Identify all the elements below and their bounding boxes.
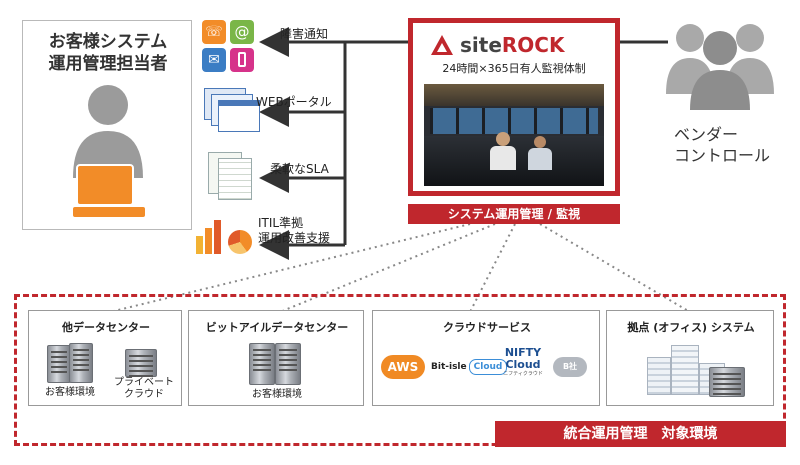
notification-icons: ☏ @ ✉ [202,20,256,76]
vendor-label-line1: ベンダー [674,125,739,144]
siterock-banner: システム運用管理 / 監視 [408,204,620,224]
env-panel-other-dc: 他データセンター お客様環境 プライベート クラウド [28,310,182,406]
panel-title: クラウドサービス [443,321,531,334]
nifty-kana-text: ニフティクラウド [503,371,543,377]
dotted-link-2 [279,223,496,313]
operator-box: お客様システム 運用管理担当者 [22,20,192,230]
server-icon [709,367,745,397]
itil-line2: 運用改善支援 [258,231,331,245]
vendor-label-line2: コントロール [674,146,771,165]
panel-title: ビットアイルデータセンター [205,321,349,334]
item-label-line2: クラウド [124,389,164,400]
server-icon [47,345,71,383]
env-panel-office: 拠点 (オフィス) システム [606,310,774,406]
operator-title: お客様システム 運用管理担当者 [23,31,193,75]
email-icon: @ [230,20,254,44]
service-label-sla: 柔軟なSLA [270,162,329,176]
server-icon [249,343,275,385]
cloud-badge: Cloud [468,359,508,375]
bitisle-text: Bit-isle [431,362,467,372]
item-label: お客様環境 [45,387,95,398]
itil-line1: ITIL準拠 [258,216,304,230]
environment-frame [14,294,786,446]
item-label: お客様環境 [252,389,302,400]
siterock-logo-icon [431,35,453,55]
operator-title-line1: お客様システム [48,32,168,52]
mobile-icon [230,48,254,72]
spreadsheet-icon [208,152,254,200]
nifty-text: NIFTY [504,346,542,359]
panel-title: 拠点 (オフィス) システム [627,321,755,334]
item-label-private-cloud: プライベート クラウド [111,377,177,401]
panel-title: 他データセンター [62,321,150,334]
service-label-notification: 障害通知 [280,27,329,41]
environment-banner: 統合運用管理 対象環境 [495,421,786,447]
logo-site: site [460,33,502,57]
operator-title-line2: 運用管理担当者 [48,54,168,74]
nifty-cloud-text: Cloud [505,358,541,371]
dotted-link-1 [109,223,471,313]
item-label-line1: プライベート [114,377,174,388]
chart-icon [192,212,256,256]
logo-rock: ROCK [501,33,565,57]
aws-logo: AWS [381,355,425,379]
server-icon [125,349,157,377]
server-icon [275,343,301,385]
company-b-logo: B社 [553,357,587,377]
service-label-itil: ITIL準拠 運用改善支援 [258,216,330,246]
web-portal-icon [204,88,260,132]
phone-icon: ☏ [202,20,226,44]
computer-icon [73,164,145,217]
siterock-tagline: 24時間×365日有人監視体制 [442,62,586,75]
people-icon [666,24,774,110]
dotted-link-4 [539,223,691,313]
vendor-label: ベンダー コントロール [674,124,770,166]
dotted-link-3 [469,223,516,313]
monitoring-room-photo [424,84,604,186]
service-label-web-portal: WEBポータル [256,95,332,109]
siterock-logo-text: siteROCK [460,34,564,56]
mail-icon: ✉ [202,48,226,72]
env-panel-bitisle-dc: ビットアイルデータセンター お客様環境 [188,310,364,406]
server-icon [69,343,93,383]
nifty-cloud-logo: NIFTY Cloud ニフティクラウド [497,347,549,378]
